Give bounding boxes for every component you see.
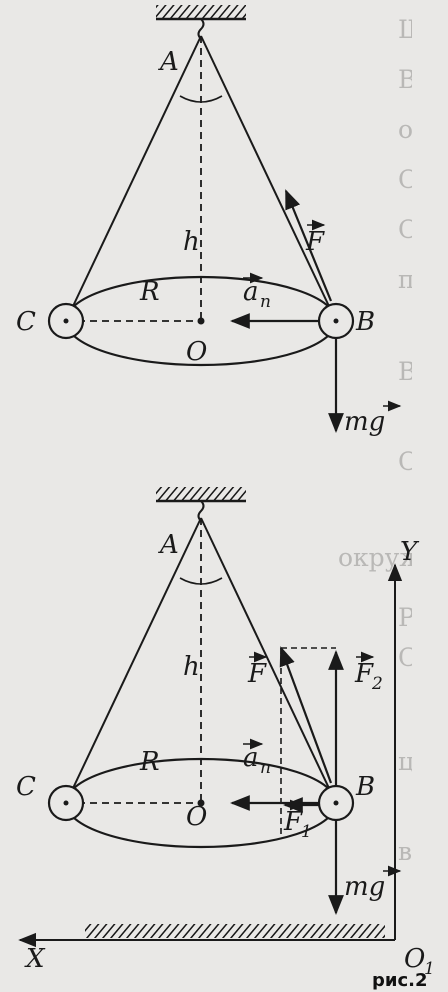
angle-arc xyxy=(179,577,223,585)
string-ab xyxy=(200,517,337,804)
vector-f xyxy=(284,189,333,302)
string-ac xyxy=(65,517,202,804)
label-b: B xyxy=(355,772,375,802)
label-a: A xyxy=(158,530,179,560)
label-mg: mg xyxy=(344,400,402,437)
center-dot xyxy=(197,317,205,325)
page-margin xyxy=(412,0,448,992)
label-origin-main: O xyxy=(404,944,425,974)
label-axis-y: Y xyxy=(400,537,420,567)
hook xyxy=(197,500,205,522)
label-an-main: a xyxy=(243,743,259,773)
ceiling-hatch xyxy=(156,5,246,18)
ball-b-center xyxy=(333,318,339,324)
label-f1-sub: 1 xyxy=(301,822,312,842)
label-mg-main: mg xyxy=(344,407,385,437)
bottom-figure-geometry xyxy=(47,517,355,915)
top-figure-geometry xyxy=(47,35,355,433)
angle-arc xyxy=(179,95,223,103)
ball-c-center xyxy=(63,318,69,324)
label-mg: mg xyxy=(344,865,402,902)
ceiling-hatch xyxy=(156,487,246,500)
bottom-figure: A h R C B O a n F F 2 F 1 mg xyxy=(16,487,435,979)
label-r: R xyxy=(139,747,160,777)
label-mg-main: mg xyxy=(344,872,385,902)
label-f2-main: F xyxy=(354,659,374,689)
label-an: a n xyxy=(243,272,271,312)
string-ab xyxy=(200,35,337,322)
vector-f xyxy=(279,646,333,784)
label-an-main: a xyxy=(243,277,259,307)
top-figure: A h R C B O a n F mg xyxy=(16,5,402,437)
label-h: h xyxy=(183,652,200,682)
label-axis-x: X xyxy=(24,944,46,974)
hook xyxy=(197,18,205,40)
floor-hatch xyxy=(85,924,385,938)
label-f-main: F xyxy=(305,227,325,257)
label-a: A xyxy=(158,47,179,77)
label-origin-sub: 1 xyxy=(424,959,435,979)
label-b: B xyxy=(355,307,375,337)
ball-b-center xyxy=(333,800,339,806)
label-o: O xyxy=(186,337,207,367)
label-an-sub: n xyxy=(260,292,271,312)
label-c: C xyxy=(16,772,36,802)
label-f-main: F xyxy=(247,659,267,689)
center-dot xyxy=(197,799,205,807)
label-an: a n xyxy=(243,738,271,778)
label-f2-sub: 2 xyxy=(371,674,383,694)
label-f2: F 2 xyxy=(354,651,383,694)
label-f1: F 1 xyxy=(283,799,312,842)
string-ac xyxy=(65,35,202,322)
label-o: O xyxy=(186,802,207,832)
ball-c-center xyxy=(63,800,69,806)
label-f1-main: F xyxy=(283,807,303,837)
label-origin: O 1 xyxy=(404,944,435,979)
figure-caption: рис.2 xyxy=(372,970,428,991)
label-c: C xyxy=(16,307,36,337)
label-f: F xyxy=(305,219,326,257)
label-h: h xyxy=(183,227,200,257)
label-r: R xyxy=(139,277,160,307)
label-an-sub: n xyxy=(260,758,271,778)
label-f: F xyxy=(247,651,268,689)
